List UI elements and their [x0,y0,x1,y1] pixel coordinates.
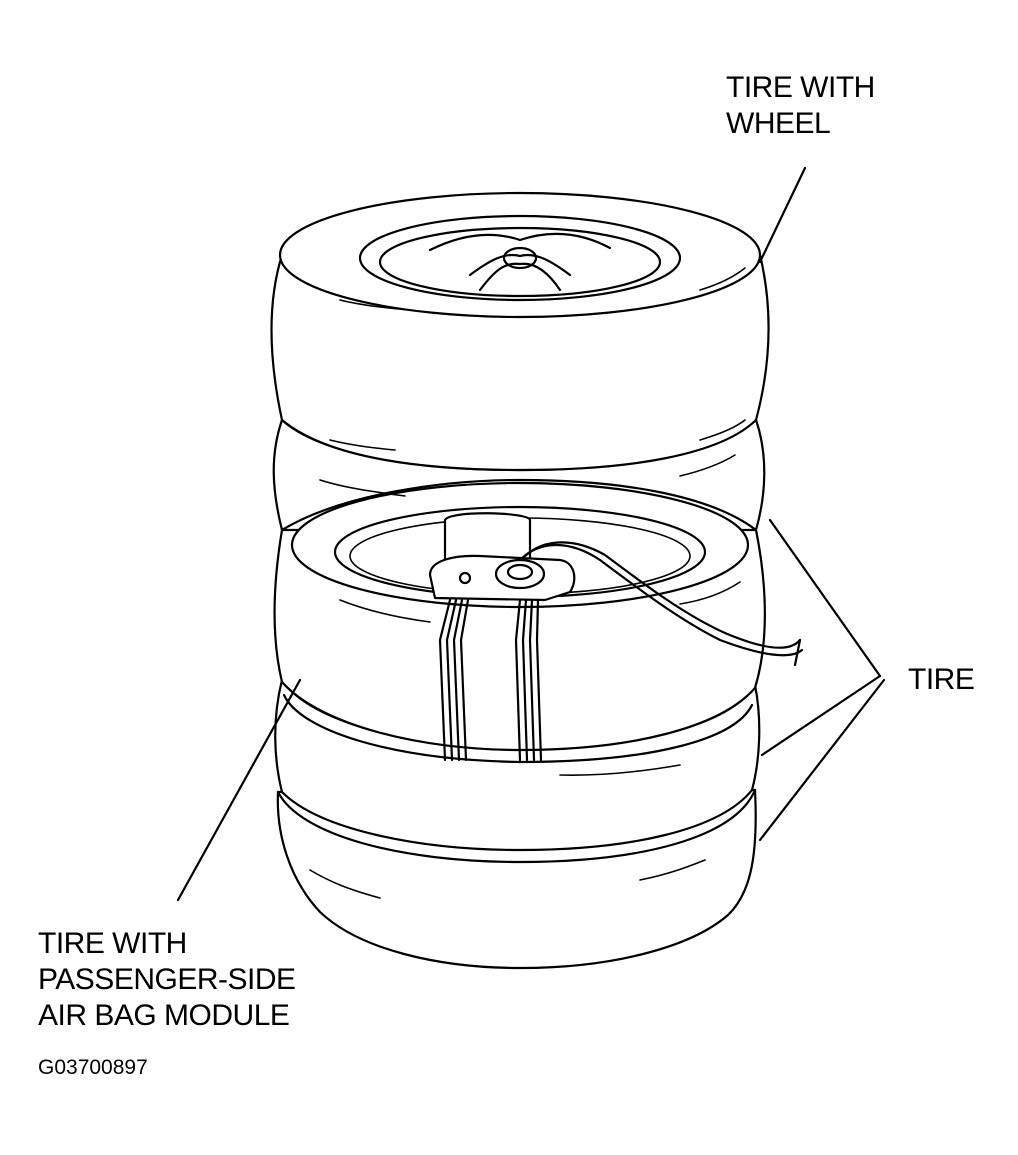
figure-id: G03700897 [38,1056,148,1079]
label-tire-with-wheel: TIRE WITH WHEEL [726,70,875,142]
label-tire: TIRE [908,663,975,696]
label-tire-with-module: TIRE WITH PASSENGER-SIDE AIR BAG MODULE [38,926,296,1034]
label-tire-with-module-line1: TIRE WITH [38,927,187,960]
leader-lines [176,166,886,902]
label-tire-with-module-line3: AIR BAG MODULE [38,999,290,1032]
label-tire-with-module-line2: PASSENGER-SIDE [38,963,296,996]
top-tire-with-wheel [270,191,770,472]
label-tire-with-wheel-line1: TIRE WITH [726,71,875,104]
module-tire [273,481,804,762]
label-tire-with-wheel-line2: WHEEL [726,107,831,140]
